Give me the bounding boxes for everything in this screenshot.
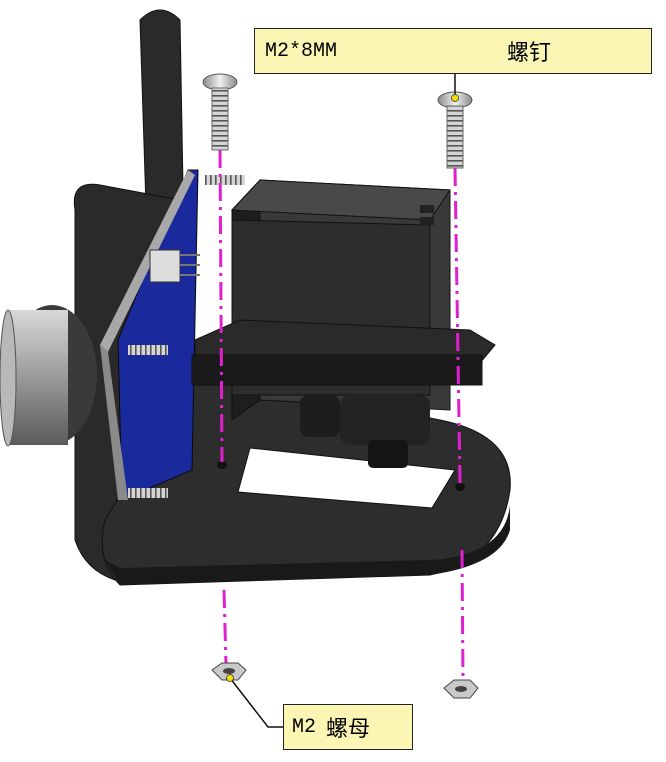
screw-left [202, 73, 238, 151]
screw-callout: M2*8MM 螺钉 [254, 28, 652, 74]
pcb-mounting-screws [128, 175, 245, 498]
leader-dot-screw [451, 94, 459, 102]
nut-spec-label: M2 [292, 715, 317, 739]
ultrasonic-transducer [0, 305, 97, 447]
servo-motor [191, 178, 496, 468]
nut-left [211, 662, 247, 681]
leader-dot-nut [226, 674, 234, 682]
screw-name-label: 螺钉 [506, 41, 551, 66]
alignment-guide-lines [218, 149, 465, 681]
nut-callout: M2 螺母 [283, 704, 413, 750]
nut-right [443, 679, 479, 699]
screw-right [437, 91, 473, 169]
leader-lines [229, 74, 456, 728]
sensor-pcb [100, 169, 200, 501]
screw-spec-label: M2*8MM [265, 39, 338, 63]
nut-name-label: 螺母 [326, 717, 371, 742]
